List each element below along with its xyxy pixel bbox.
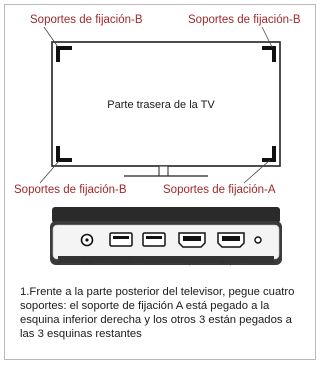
leader-top-left	[43, 26, 59, 48]
hdmi-input-port-icon	[178, 232, 206, 248]
tv-back-panel	[51, 41, 281, 167]
bracket-top-left-icon	[56, 46, 72, 62]
bracket-a-label-bottom-right: Soportes de fijación-A	[163, 184, 276, 196]
tv-back-label: Parte trasera de la TV	[107, 99, 215, 111]
usb-port-cima-icon	[142, 232, 166, 247]
port-label-output: Output	[220, 260, 239, 266]
port-label-input: Input	[184, 260, 198, 266]
tv-stand	[158, 165, 169, 177]
bracket-bottom-left-icon	[56, 146, 72, 162]
instruction-step-1: 1.Frente a la parte posterior del televi…	[20, 286, 295, 340]
port-label-dc: DC	[83, 260, 92, 266]
leader-bottom-right	[243, 159, 271, 184]
port-label-reiniciar: Reiniciar	[248, 260, 272, 266]
bracket-top-right-icon	[262, 46, 276, 62]
hdmi-output-port-icon	[217, 232, 245, 248]
reset-button-icon	[254, 236, 262, 244]
bracket-b-label-top-left: Soportes de fijación-B	[30, 14, 143, 26]
port-label-cima: CIMA	[145, 260, 160, 266]
port-label-fondo: FONDO	[109, 260, 131, 266]
bracket-b-label-bottom-left: Soportes de fijación-B	[14, 184, 127, 196]
bracket-b-label-top-right: Soportes de fijación-B	[188, 14, 301, 26]
bracket-bottom-right-icon	[262, 146, 276, 162]
leader-top-right	[261, 26, 273, 48]
leader-bottom-left	[39, 160, 60, 184]
usb-port-fondo-icon	[109, 232, 133, 247]
